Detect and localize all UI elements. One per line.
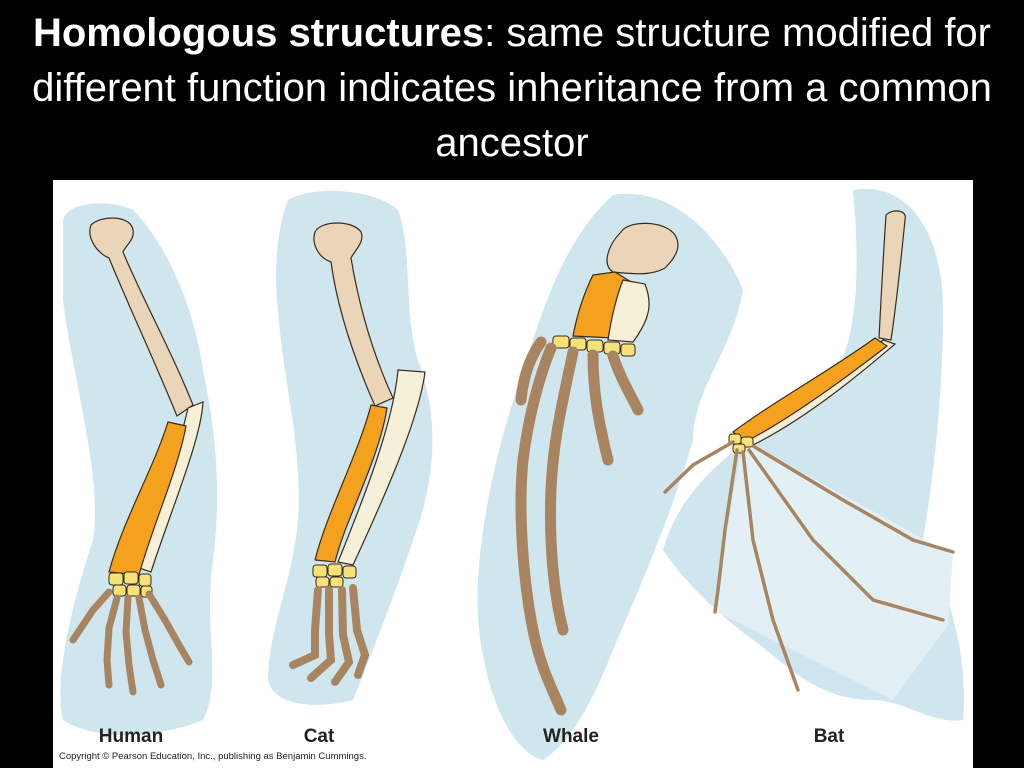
diagram-panel: Human Cat Whale Bat Copyright © Pearson … xyxy=(53,180,973,768)
bat-humerus xyxy=(878,210,906,341)
homology-illustration xyxy=(60,188,964,760)
label-human: Human xyxy=(98,726,164,747)
bat-membrane xyxy=(713,440,953,700)
whale-limb xyxy=(477,193,743,760)
copyright-notice: Copyright © Pearson Education, Inc., pub… xyxy=(59,751,367,762)
human-phalanges xyxy=(69,588,193,696)
whale-silhouette xyxy=(477,193,743,760)
human-silhouette xyxy=(60,203,218,735)
cat-radius xyxy=(314,404,388,563)
cat-phalanges xyxy=(289,584,370,686)
cat-ulna xyxy=(337,369,426,566)
slide-title: Homologous structures: same structure mo… xyxy=(0,6,1024,171)
bat-phalanges xyxy=(663,440,955,692)
human-humerus xyxy=(89,217,194,417)
human-limb xyxy=(60,203,218,735)
cat-silhouette xyxy=(268,190,433,705)
cat-carpals xyxy=(312,563,357,588)
whale-carpals xyxy=(552,335,636,357)
whale-humerus xyxy=(606,222,679,275)
label-whale: Whale xyxy=(543,726,599,747)
label-cat: Cat xyxy=(303,726,335,747)
whale-ulna xyxy=(607,279,650,343)
whale-phalanges xyxy=(515,336,644,716)
title-bold: Homologous structures xyxy=(32,11,485,55)
human-carpals xyxy=(108,571,153,598)
cat-humerus xyxy=(313,222,394,407)
title-rest: : same structure modified for different … xyxy=(32,11,992,165)
label-bat: Bat xyxy=(813,726,845,747)
bat-limb xyxy=(663,188,964,721)
cat-limb xyxy=(268,190,433,705)
